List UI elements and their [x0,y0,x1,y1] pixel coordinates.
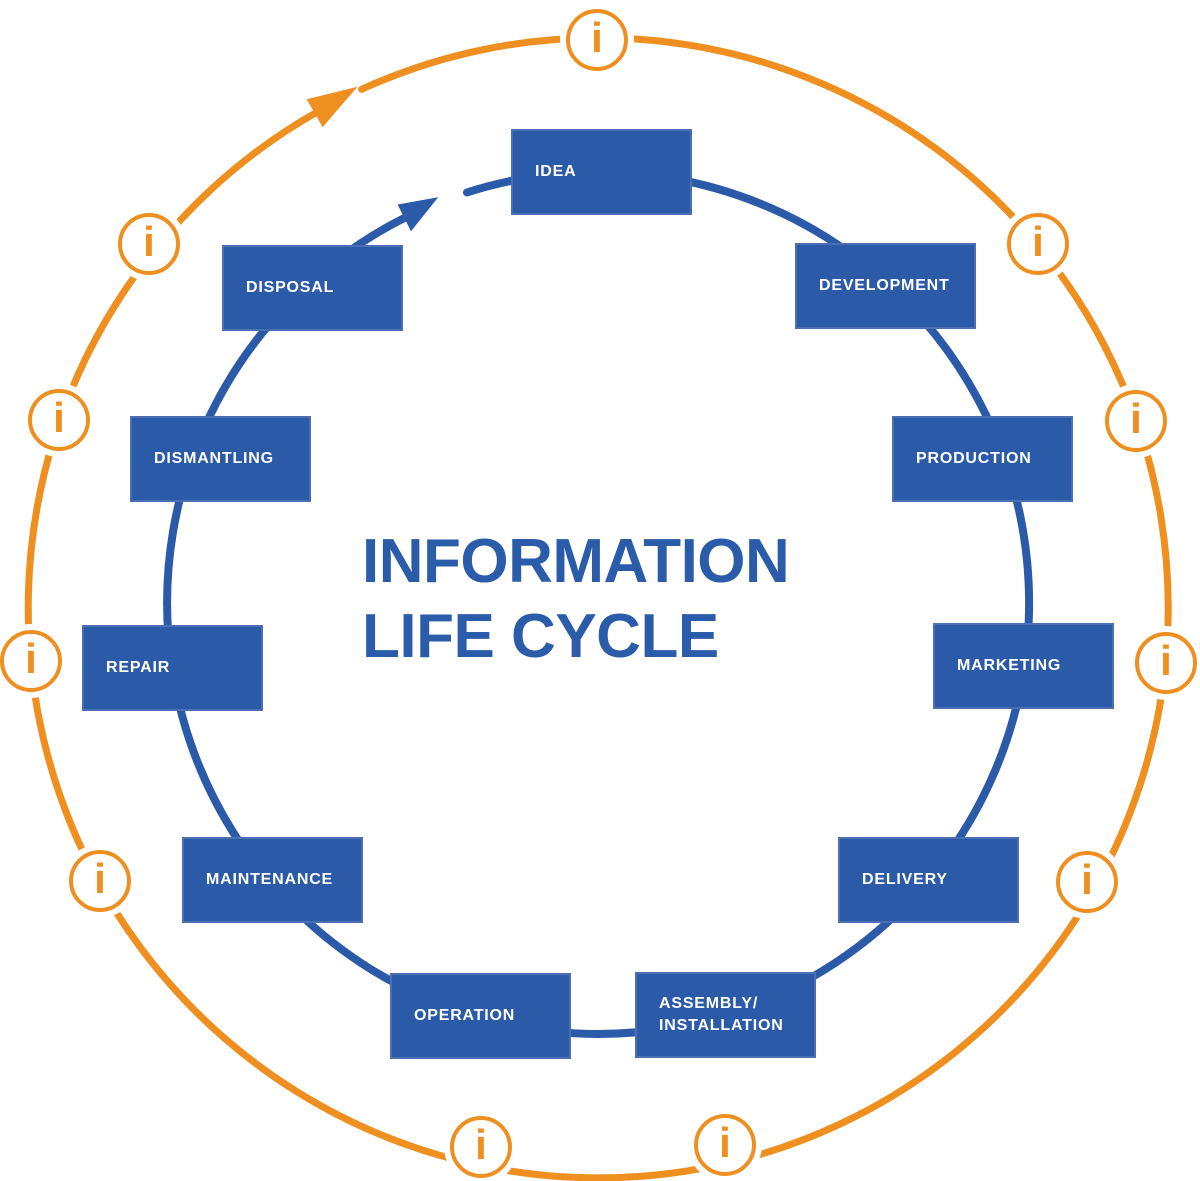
info-icon[interactable]: i [450,1116,512,1178]
info-icon-glyph: i [591,14,603,61]
stage-box-dismantling: DISMANTLING [130,416,311,502]
diagram-title: INFORMATION LIFE CYCLE [362,524,790,674]
stage-label: DEVELOPMENT [819,277,950,295]
stage-label: IDEA [535,163,577,181]
stage-label: MAINTENANCE [206,871,334,889]
stage-box-operation: OPERATION [390,973,571,1059]
stage-box-repair: REPAIR [82,625,263,711]
diagram-title-line2: LIFE CYCLE [362,602,719,671]
stage-box-maintenance: MAINTENANCE [182,837,363,923]
info-icon[interactable]: i [28,389,90,451]
info-icon[interactable]: i [0,630,62,692]
stage-box-marketing: MARKETING [933,623,1114,709]
outer-info-ring [24,34,1172,1181]
stage-label: MARKETING [957,657,1062,675]
info-icon-glyph: i [719,1119,731,1166]
diagram-title-line1: INFORMATION [362,527,790,596]
stage-box-disposal: DISPOSAL [222,245,403,331]
stage-box-assembly-installation: ASSEMBLY/ INSTALLATION [635,972,816,1058]
blue-arrowhead-icon [397,197,439,232]
stage-box-development: DEVELOPMENT [795,243,976,329]
info-icon[interactable]: i [1105,390,1167,452]
info-icon-glyph: i [1081,856,1093,903]
info-icon[interactable]: i [1056,851,1118,913]
stage-label: PRODUCTION [916,450,1032,468]
info-icon[interactable]: i [566,9,628,71]
stage-label: ASSEMBLY/ INSTALLATION [659,995,784,1034]
info-icon[interactable]: i [694,1114,756,1176]
stage-label: REPAIR [106,659,171,677]
stage-label: DISPOSAL [246,279,335,297]
stage-box-delivery: DELIVERY [838,837,1019,923]
info-icon-glyph: i [143,218,155,265]
info-icon-glyph: i [94,855,106,902]
info-icon[interactable]: i [69,850,131,912]
orange-arrowhead-icon [306,86,358,128]
info-icon[interactable]: i [118,213,180,275]
info-icon-glyph: i [1032,218,1044,265]
stage-label: DISMANTLING [154,450,274,468]
info-icon-glyph: i [53,394,65,441]
info-icon[interactable]: i [1007,213,1069,275]
stage-label: OPERATION [414,1007,516,1025]
info-icon-glyph: i [25,635,37,682]
info-icon-glyph: i [1160,637,1172,684]
stage-box-idea: IDEA [511,129,692,215]
stage-label: DELIVERY [862,871,948,889]
info-icon-glyph: i [1130,395,1142,442]
stage-box-production: PRODUCTION [892,416,1073,502]
info-icon-glyph: i [475,1121,487,1168]
info-icon[interactable]: i [1135,632,1197,694]
